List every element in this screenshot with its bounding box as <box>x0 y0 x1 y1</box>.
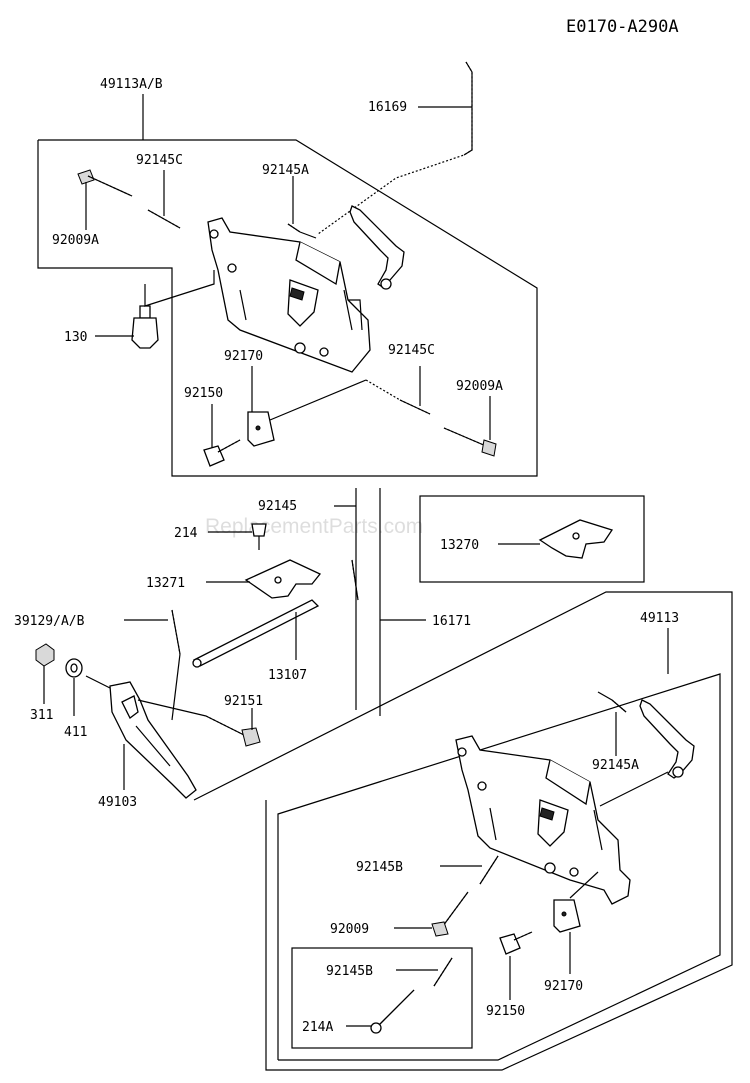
label-92009: 92009 <box>330 922 369 937</box>
spring-39129 <box>171 609 181 721</box>
upper-assembly-outline <box>37 139 538 477</box>
cable-16171 <box>351 488 381 716</box>
nut-311 <box>35 643 55 667</box>
label-214: 214 <box>174 526 198 541</box>
cable-16169-end <box>463 61 473 156</box>
inset-box-13270 <box>419 495 645 583</box>
label-13271: 13271 <box>146 576 185 591</box>
label-92170-lower: 92170 <box>544 979 583 994</box>
bracket-92170-lower <box>553 871 599 933</box>
label-13107: 13107 <box>268 668 307 683</box>
label-49113ab: 49113A/B <box>100 77 163 92</box>
cable-16169 <box>317 61 473 235</box>
label-49113: 49113 <box>640 611 679 626</box>
label-92170-upper: 92170 <box>224 349 263 364</box>
label-92009a-lower: 92009A <box>456 379 503 394</box>
label-214a: 214A <box>302 1020 333 1035</box>
label-92145: 92145 <box>258 499 297 514</box>
label-39129ab: 39129/A/B <box>14 614 85 629</box>
control-plate-upper <box>207 217 371 373</box>
label-49103: 49103 <box>98 795 137 810</box>
watermark: ReplacementParts.com <box>205 515 423 538</box>
spring-92145a-lower <box>597 691 627 713</box>
bolt-92009a-lower <box>443 427 497 457</box>
label-92145c-upper: 92145C <box>136 153 183 168</box>
lever-arm-lower <box>599 699 695 807</box>
bolt-130 <box>131 270 215 349</box>
label-92150-upper: 92150 <box>184 386 223 401</box>
label-92145c-lower: 92145C <box>388 343 435 358</box>
spring-92145c-lower <box>365 379 431 415</box>
bolt-92151 <box>205 715 261 747</box>
pin-214a <box>370 989 415 1034</box>
bracket-92170-upper <box>247 379 367 447</box>
spring-92145b-subkit <box>433 957 453 987</box>
bolt-214 <box>251 523 267 550</box>
control-plate-lower <box>455 735 631 905</box>
spring-92145a-upper <box>287 223 317 239</box>
link-line-49103 <box>137 699 207 717</box>
label-92145a-lower: 92145A <box>592 758 639 773</box>
shaft-13107 <box>192 599 320 668</box>
diagram-code: E0170-A290A <box>566 17 679 37</box>
bolt-92150-lower <box>499 931 533 955</box>
label-411: 411 <box>64 725 87 740</box>
label-13270: 13270 <box>440 538 479 553</box>
label-92145b-subkit: 92145B <box>326 964 373 979</box>
label-16171: 16171 <box>432 614 471 629</box>
spring-92145b-upper <box>479 855 499 885</box>
label-92009a-upper: 92009A <box>52 233 99 248</box>
bolt-92009 <box>431 891 469 937</box>
label-130: 130 <box>64 330 87 345</box>
spring-92145c-upper <box>147 209 181 229</box>
label-92145a-upper: 92145A <box>262 163 309 178</box>
bolt-92150-upper <box>203 439 241 467</box>
plate-13270 <box>538 519 614 559</box>
label-92151: 92151 <box>224 694 263 709</box>
lower-assembly-outline <box>193 591 733 1071</box>
lever-arm-upper <box>349 205 405 290</box>
label-16169: 16169 <box>368 100 407 115</box>
subkit-box <box>291 947 473 1049</box>
label-311: 311 <box>30 708 53 723</box>
lever-49103 <box>85 675 197 799</box>
label-92150-lower: 92150 <box>486 1004 525 1019</box>
label-92145b-upper: 92145B <box>356 860 403 875</box>
bolt-92009a-upper <box>77 169 133 197</box>
plate-13271 <box>244 559 322 599</box>
washer-411 <box>65 658 83 678</box>
lower-assembly-inner <box>277 673 721 1061</box>
